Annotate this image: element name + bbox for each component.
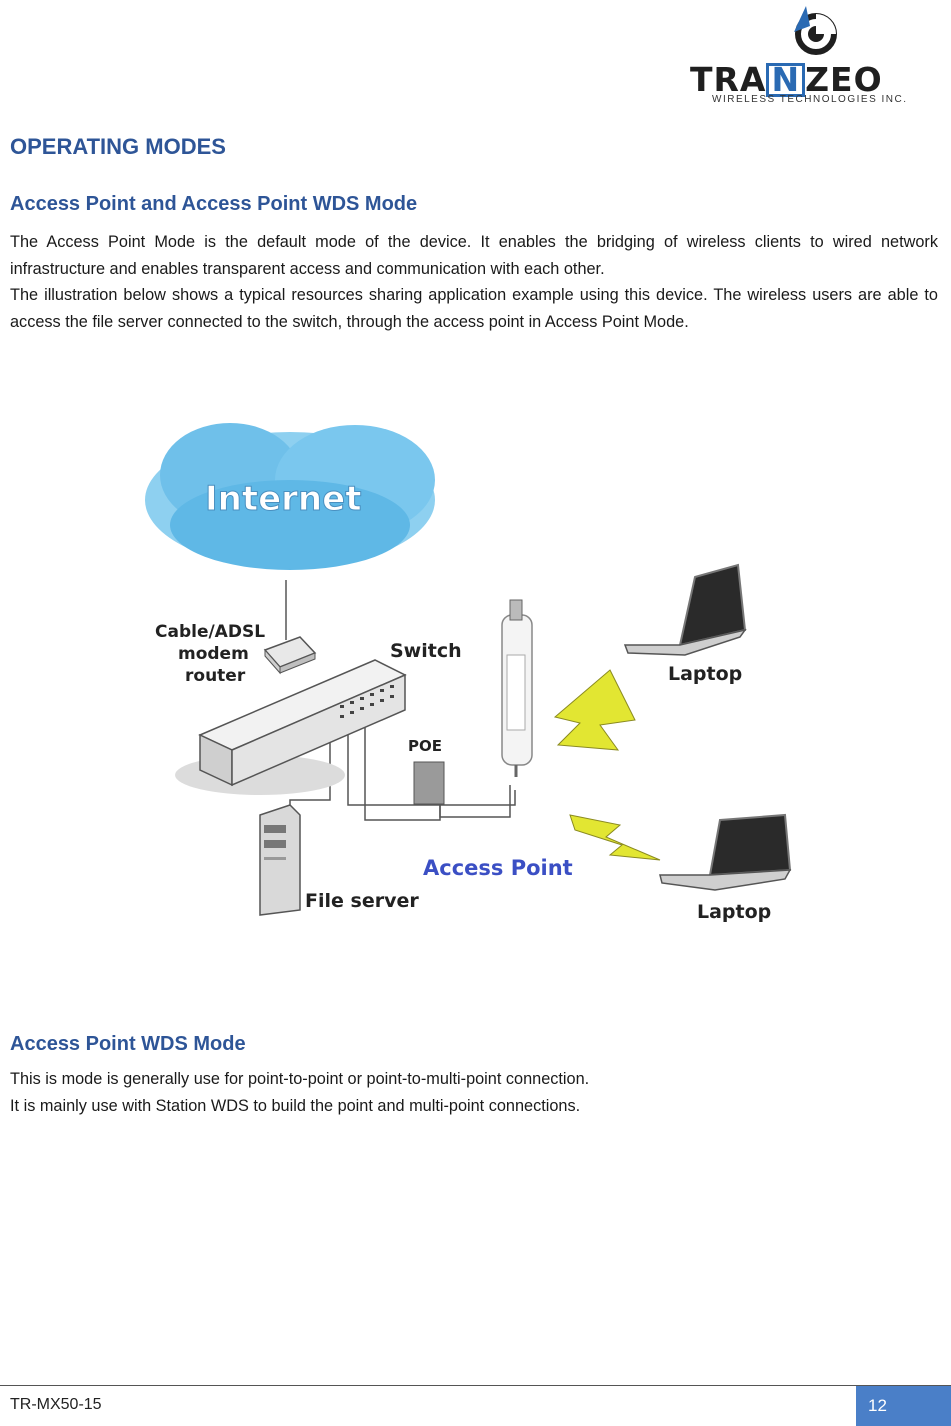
- internet-cloud-icon: Internet: [145, 423, 435, 570]
- logo-tagline: WIRELESS TECHNOLOGIES INC.: [712, 94, 908, 105]
- page-title: OPERATING MODES: [10, 134, 226, 159]
- laptop-label-1: Laptop: [668, 663, 742, 685]
- section-heading-wds-mode: Access Point WDS Mode: [10, 1033, 246, 1055]
- paragraph-wds-usage: This is mode is generally use for point-…: [10, 1070, 590, 1088]
- footer-divider: [0, 1385, 951, 1386]
- switch-label: Switch: [390, 640, 462, 662]
- modem-label-line1: Cable/ADSL: [155, 622, 265, 642]
- laptop-label-2: Laptop: [697, 901, 771, 923]
- laptop-icon: [623, 563, 747, 656]
- logo-mark-icon: [794, 6, 837, 55]
- paragraph-wds-station: It is mainly use with Station WDS to bui…: [10, 1096, 581, 1115]
- page-number: 12: [856, 1386, 951, 1426]
- access-point-device-icon: [501, 599, 533, 777]
- section-body-ap-mode: The Access Point Mode is the default mod…: [10, 229, 938, 335]
- paragraph-ap-mode-illustration: The illustration below shows a typical r…: [10, 286, 938, 331]
- access-point-label: Access Point: [423, 856, 573, 880]
- section-heading-ap-mode: Access Point and Access Point WDS Mode: [10, 193, 418, 215]
- poe-injector-icon: [413, 761, 445, 805]
- file-server-icon: [259, 804, 301, 916]
- poe-label: POE: [408, 737, 442, 755]
- modem-label-line3: router: [185, 666, 246, 686]
- internet-label: Internet: [205, 479, 361, 519]
- switch-icon: [175, 659, 407, 795]
- file-server-label: File server: [305, 890, 419, 912]
- network-diagram: Internet Cable/ADSL modem router: [140, 405, 820, 945]
- laptop-icon: [659, 813, 792, 891]
- modem-router-icon: [263, 636, 317, 675]
- paragraph-ap-mode-intro: The Access Point Mode is the default mod…: [10, 233, 938, 278]
- wireless-link-bolt-icon: [569, 814, 661, 861]
- document-id: TR-MX50-15: [10, 1396, 102, 1413]
- wireless-link-bolt-icon: [553, 669, 636, 751]
- section-body-wds-mode: This is mode is generally use for point-…: [10, 1066, 938, 1119]
- modem-label-line2: modem: [178, 644, 249, 664]
